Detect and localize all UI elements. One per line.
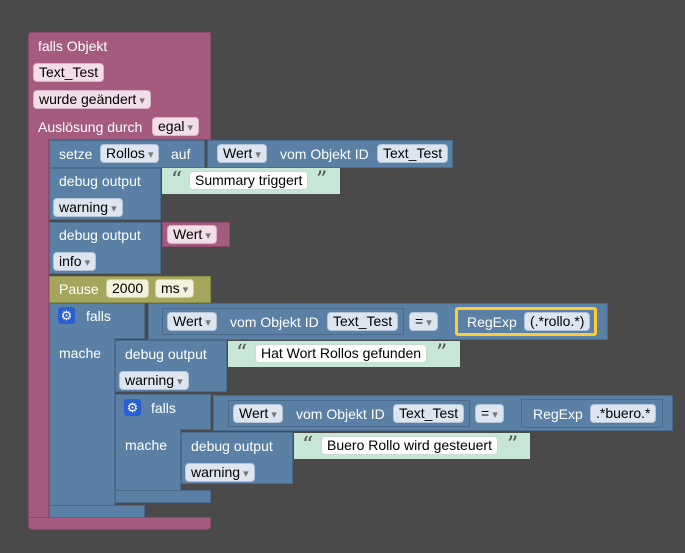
to-label: auf	[171, 146, 191, 162]
if-block-footer	[115, 490, 211, 503]
gear-icon[interactable]: ⚙	[58, 307, 75, 324]
if-label: falls	[86, 308, 111, 324]
pause-label: Pause	[59, 281, 99, 297]
debug-level-dropdown[interactable]: warning	[119, 371, 189, 390]
regexp-label: RegExp	[467, 314, 517, 330]
trigger-block-spine	[28, 139, 49, 519]
object-id-field[interactable]: Text_Test	[33, 63, 105, 82]
debug-text-field[interactable]: Hat Wort Rollos gefunden	[255, 344, 428, 363]
do-label: mache	[125, 437, 168, 453]
if-block-footer	[49, 505, 145, 518]
trigger-by-label: Auslösung durch	[38, 119, 143, 135]
trigger-block-footer	[28, 517, 211, 530]
regexp-value-field[interactable]: (.*rollo.*)	[524, 312, 591, 331]
debug-text-field[interactable]: Buero Rollo wird gesteuert	[321, 436, 498, 455]
debug-level-dropdown[interactable]: warning	[185, 463, 255, 482]
debug-text-field[interactable]: Summary triggert	[189, 171, 309, 190]
trigger-title: falls Objekt	[38, 38, 108, 54]
open-quote-icon: “	[302, 433, 314, 458]
from-object-label: vom Objekt ID	[280, 146, 369, 162]
variable-dropdown[interactable]: Wert	[167, 225, 217, 244]
debug-label: debug output	[191, 438, 273, 454]
value-field-dropdown[interactable]: Wert	[167, 312, 217, 331]
close-quote-icon: ”	[507, 433, 519, 458]
variable-dropdown[interactable]: Rollos	[100, 144, 160, 163]
do-label: mache	[59, 345, 102, 361]
close-quote-icon: ”	[316, 168, 328, 193]
pause-unit-dropdown[interactable]: ms	[155, 279, 195, 298]
open-quote-icon: “	[171, 168, 183, 193]
debug-label: debug output	[125, 346, 207, 362]
value-field-dropdown[interactable]: Wert	[217, 144, 267, 163]
pause-value-field[interactable]: 2000	[106, 279, 150, 298]
object-id-field[interactable]: Text_Test	[377, 144, 449, 163]
set-label: setze	[59, 146, 93, 162]
object-id-field[interactable]: Text_Test	[393, 404, 465, 423]
regexp-value-field[interactable]: .*buero.*	[590, 404, 657, 423]
debug-level-dropdown[interactable]: info	[53, 252, 97, 271]
object-id-field[interactable]: Text_Test	[327, 312, 399, 331]
debug-level-dropdown[interactable]: warning	[53, 198, 123, 217]
close-quote-icon: ”	[436, 341, 448, 366]
if-label: falls	[151, 400, 176, 416]
trigger-by-dropdown[interactable]: egal	[152, 117, 200, 136]
if-block-spine	[115, 429, 181, 492]
condition-dropdown[interactable]: wurde geändert	[33, 90, 151, 109]
from-object-label: vom Objekt ID	[296, 406, 385, 422]
gear-icon[interactable]: ⚙	[124, 399, 141, 416]
open-quote-icon: “	[236, 341, 248, 366]
debug-label: debug output	[59, 173, 141, 189]
from-object-label: vom Objekt ID	[230, 314, 319, 330]
value-field-dropdown[interactable]: Wert	[233, 404, 283, 423]
debug-label: debug output	[59, 227, 141, 243]
operator-dropdown[interactable]: =	[409, 312, 438, 331]
operator-dropdown[interactable]: =	[475, 404, 504, 423]
regexp-label: RegExp	[533, 406, 583, 422]
if-block-spine	[49, 338, 115, 508]
